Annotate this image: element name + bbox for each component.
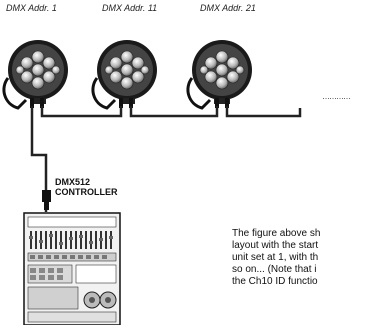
continuation-dots: ………… [322,92,351,101]
fixture-3-address-label: DMX Addr. 21 [200,3,256,13]
fixture-1-address-label: DMX Addr. 1 [6,3,57,13]
controller-label-line2: CONTROLLER [55,187,118,197]
par-fixture-3 [186,40,252,110]
xlr-connectors [30,98,229,108]
description-line: so on... (Note that i [232,264,317,275]
description-text: The figure above sh layout with the star… [232,228,387,298]
description-line: The figure above sh [232,228,321,239]
controller-plug [42,190,51,210]
controller-label-line1: DMX512 [55,177,91,187]
par-fixture-1 [2,40,68,110]
description-line: layout with the start [232,240,319,251]
description-line: the Ch10 ID functio [232,276,318,287]
fixture-2-address-label: DMX Addr. 11 [102,3,158,13]
dmx-cable-chain [30,106,302,212]
description-line: unit set at 1, with th [232,252,319,263]
par-fixture-2 [91,40,157,110]
dmx-controller-device [23,212,121,326]
